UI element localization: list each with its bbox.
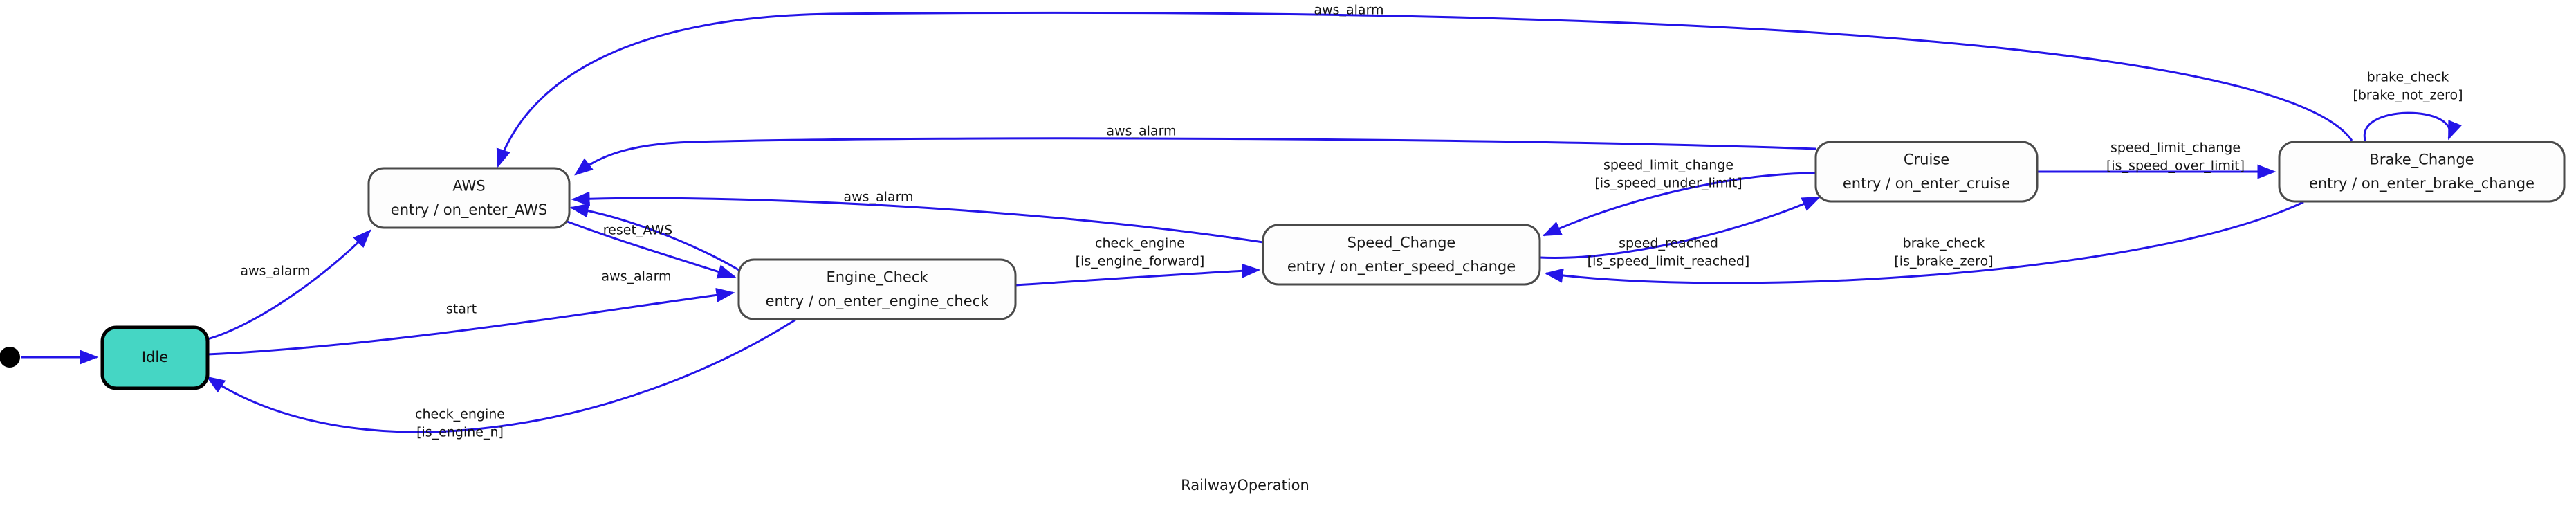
transition-label-t-cruise-speed: speed_limit_change [is_speed_under_limit] [1594,158,1742,191]
transition-event-t-idle-aws: aws_alarm [240,264,310,279]
state-entry-engine_check: entry / on_enter_engine_check [766,293,990,310]
transition-edge-t-idle-aws [207,229,371,341]
state-entry-cruise: entry / on_enter_cruise [1843,175,2010,192]
transition-edge-t-brake-speed [1544,201,2304,284]
transition-label-t-engine-aws: reset_AWS [603,223,672,238]
state-box-speed_change[interactable] [1262,224,1541,286]
state-entry-brake_change: entry / on_enter_brake_change [2309,175,2534,192]
transition-guard-t-cruise-speed: [is_speed_under_limit] [1594,176,1742,191]
state-box-cruise[interactable] [1814,141,2039,203]
state-node-cruise[interactable]: Cruise entry / on_enter_cruise [1814,141,2039,203]
transition-edge-t-speed-aws [571,191,1264,244]
transition-event-t-idle-engine: start [446,302,477,317]
transition-label-t-brake-self: brake_check [brake_not_zero] [2353,70,2463,103]
transition-event-t-brake-aws: aws_alarm [1314,3,1383,18]
transition-edge-t-aws-engine [567,220,737,279]
state-box-engine_check[interactable] [737,258,1017,320]
transition-guard-t-engine-speed: [is_engine_forward] [1076,254,1205,269]
transition-label-t-idle-aws: aws_alarm [240,264,310,279]
transition-guard-t-brake-speed: [is_brake_zero] [1894,254,1993,269]
state-title-idle: Idle [142,349,168,365]
transition-event-t-speed-cruise: speed_reached [1619,236,1718,251]
transition-label-t-speed-aws: aws_alarm [843,190,913,205]
transition-edge-t-speed-cruise [1539,196,1821,259]
transition-label-t-aws-engine: aws_alarm [601,269,671,284]
transition-event-t-brake-self: brake_check [2367,70,2449,85]
transition-edge-t-engine-aws [569,203,739,271]
transition-edge-t-cruise-speed [1542,172,1816,237]
transition-label-t-brake-aws: aws_alarm [1314,3,1383,18]
transition-event-t-cruise-speed: speed_limit_change [1603,158,1733,173]
transition-label-t-brake-speed: brake_check [is_brake_zero] [1894,236,1993,269]
transition-guard-t-speed-cruise: [is_speed_limit_reached] [1588,254,1750,269]
state-title-engine_check: Engine_Check [826,269,928,287]
transition-edge-t-engine-idle [205,318,796,433]
edges-layer [0,11,2462,433]
transition-label-t-engine-speed: check_engine [is_engine_forward] [1076,236,1205,269]
transition-event-t-engine-aws: reset_AWS [603,223,672,238]
transition-edge-t-brake-aws [496,11,2353,168]
transition-edge-t-cruise-aws [574,137,1816,176]
transition-edge-t-brake-self [2363,111,2462,143]
transition-label-t-cruise-brake: speed_limit_change [is_speed_over_limit] [2106,141,2245,174]
transition-event-t-cruise-brake: speed_limit_change [2110,141,2241,156]
transition-event-t-engine-idle: check_engine [415,407,505,422]
transition-edge-t-engine-speed [1015,263,1261,287]
transition-event-t-speed-aws: aws_alarm [843,190,913,205]
transition-label-t-engine-idle: check_engine [is_engine_n] [415,407,505,440]
state-box-idle[interactable] [100,325,210,390]
state-node-idle[interactable]: Idle [100,325,210,390]
transition-event-t-cruise-aws: aws_alarm [1106,124,1176,139]
state-box-aws[interactable] [367,167,571,229]
diagram-caption: RailwayOperation [1181,477,1309,494]
transition-guard-t-brake-self: [brake_not_zero] [2353,88,2463,103]
state-node-aws[interactable]: AWS entry / on_enter_AWS [367,167,571,229]
state-entry-aws: entry / on_enter_AWS [391,201,547,219]
state-title-cruise: Cruise [1904,152,1949,168]
state-title-speed_change: Speed_Change [1347,235,1456,252]
initial-pseudostate-dot [0,347,20,368]
transition-label-t-cruise-aws: aws_alarm [1106,124,1176,139]
transition-guard-t-cruise-brake: [is_speed_over_limit] [2106,159,2245,174]
transition-label-t-speed-cruise: speed_reached [is_speed_limit_reached] [1588,236,1750,269]
transition-edge-t-idle-engine [207,287,735,356]
state-entry-speed_change: entry / on_enter_speed_change [1287,258,1516,275]
transition-event-t-aws-engine: aws_alarm [601,269,671,284]
transition-guard-t-engine-idle: [is_engine_n] [416,425,504,440]
transition-label-t-idle-engine: start [446,302,477,317]
transition-event-t-brake-speed: brake_check [1903,236,1985,251]
state-title-brake_change: Brake_Change [2369,152,2474,169]
transition-event-t-engine-speed: check_engine [1095,236,1185,251]
state-box-brake_change[interactable] [2278,141,2566,203]
state-title-aws: AWS [452,178,485,195]
